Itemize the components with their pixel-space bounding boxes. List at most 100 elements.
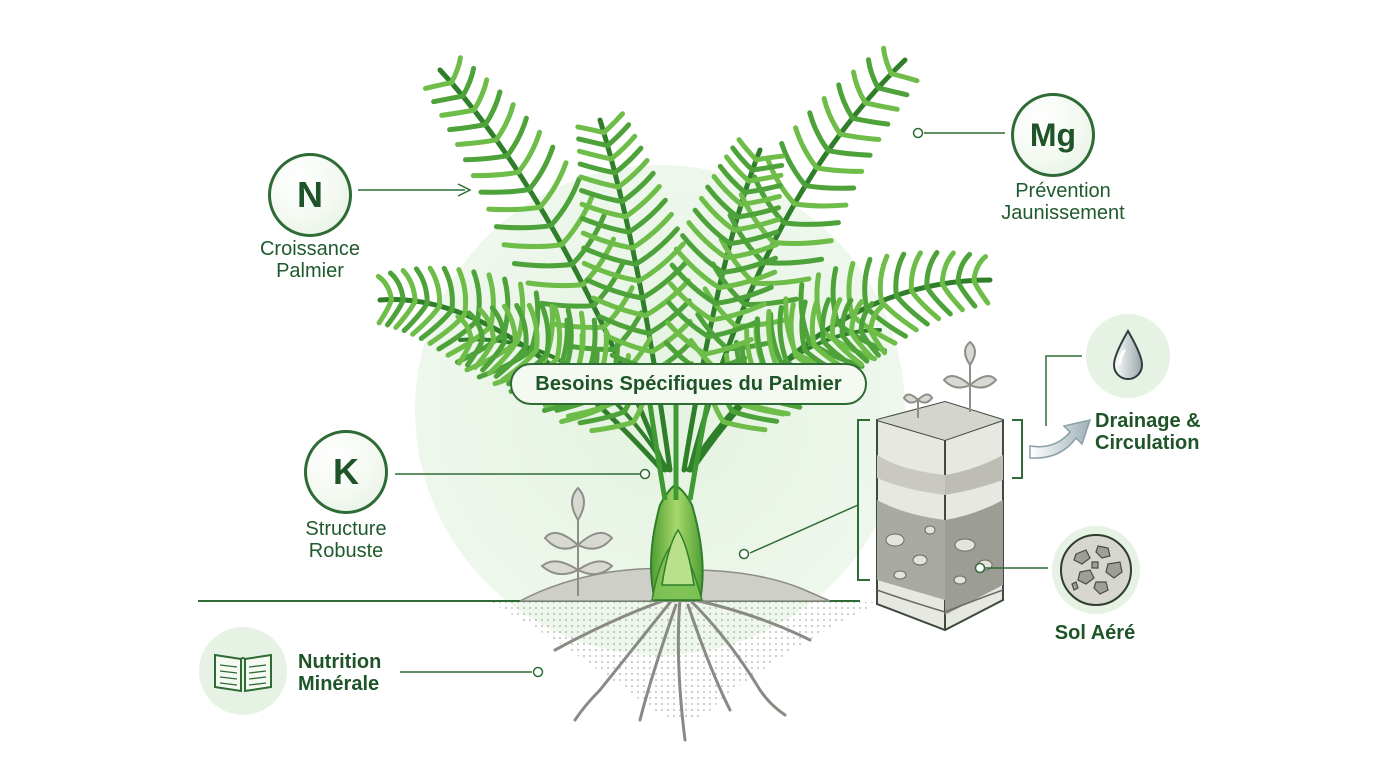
magnesium-label-line1: Prévention — [1015, 180, 1111, 202]
palm-leaflet — [548, 176, 582, 229]
palm-leaflet — [908, 250, 923, 294]
soil-column — [876, 340, 1004, 632]
palm-leaflet — [724, 154, 752, 184]
drainage-label: Drainage & Circulation — [1095, 410, 1225, 454]
palm-leaflet — [493, 102, 516, 143]
palm-leaflet — [577, 409, 627, 426]
palm-leaflet — [723, 242, 779, 261]
palm-leaflet — [439, 107, 477, 118]
palm-leaflet — [802, 183, 857, 191]
palm-leaflet — [526, 144, 556, 192]
palm-leaflet — [753, 153, 785, 163]
palm-leaflet — [730, 145, 755, 173]
palm-leaflet — [673, 246, 722, 291]
palm-leaflet — [526, 302, 540, 353]
palm-leaflet — [515, 129, 543, 175]
palm-leaflet — [577, 161, 618, 176]
palm-leaflet — [878, 298, 919, 333]
drainage-arrow — [1029, 418, 1092, 459]
palm-leaflet — [924, 250, 940, 290]
palm-leaflet — [720, 419, 768, 433]
palm-leaflet — [709, 301, 768, 323]
potassium-label-line2: Robuste — [308, 540, 384, 562]
palm-leaflet — [427, 311, 468, 346]
nitrogen-label-line2: Palmier — [276, 260, 344, 282]
palm-leaflet — [569, 213, 607, 267]
palm-leaflet — [702, 286, 739, 329]
palm-leaflet — [711, 173, 744, 207]
trunk-sheaths — [651, 528, 703, 601]
palm-leaflet — [742, 296, 799, 307]
palm-leaflet — [771, 238, 834, 246]
palm-leaflet — [615, 158, 650, 190]
palm-leaflet — [400, 268, 418, 304]
palm-leaflet — [441, 265, 455, 313]
connectors — [358, 132, 1048, 673]
palm-leaflet — [858, 328, 881, 358]
palm-leaflet — [692, 207, 733, 247]
palm-leaflet — [626, 197, 668, 235]
nutrition-label: Nutrition Minérale — [298, 651, 418, 695]
palm-leaflet — [881, 45, 894, 77]
palm-leaflet — [629, 211, 674, 251]
palm-leaflet — [971, 254, 989, 283]
palm-leaflet — [695, 311, 731, 352]
palm-leaflet — [636, 241, 686, 284]
palm-leaflet — [867, 327, 888, 356]
water-drop-icon — [1112, 329, 1144, 380]
soil-speckle — [490, 602, 880, 720]
palm-leaflet — [875, 85, 910, 98]
palm-leaflet — [751, 276, 812, 286]
palm-leaflet — [702, 336, 754, 357]
palm-leaflet — [375, 273, 395, 302]
palm-leaflet — [717, 163, 748, 195]
palm-leaflet — [781, 220, 841, 227]
palm-leaflet — [601, 111, 625, 136]
palm-leaflet — [849, 299, 865, 336]
palm-leaflet — [877, 253, 890, 304]
palm-leaflet — [580, 230, 635, 251]
palm-leaflet — [584, 277, 645, 301]
soil-label: Sol Aéré — [1054, 622, 1136, 644]
palm-leaflet — [590, 260, 626, 309]
soil-particles-icon — [1060, 534, 1132, 606]
potassium-label-line1: Structure — [305, 518, 387, 540]
palm-leaflet — [749, 162, 785, 173]
palm-leaflet — [939, 281, 965, 313]
palm-leaflet — [862, 256, 873, 311]
palm-leaflet — [829, 297, 843, 341]
palm-leaflet — [705, 319, 761, 340]
potassium-label: Structure Robuste — [266, 518, 426, 562]
palm-leaflet — [791, 201, 849, 209]
palm-leaflet — [727, 229, 780, 247]
palm-leaflet — [456, 267, 469, 317]
sprout-left — [540, 486, 614, 596]
palm-leaflet — [836, 82, 855, 121]
open-book-icon — [214, 653, 272, 693]
palm-leaflet — [849, 115, 891, 127]
palm-leaflet — [537, 160, 569, 210]
palm-leaflet — [738, 193, 782, 207]
palm-leaflet — [865, 57, 881, 91]
palm-leaflet — [680, 233, 726, 275]
palm-leaflet — [581, 245, 639, 267]
nutrition-label-line2: Minérale — [298, 673, 380, 695]
palm-leaflet — [779, 140, 808, 189]
palm-leaflet — [460, 65, 477, 99]
palm-leaflet — [539, 300, 596, 309]
palm-leaflet — [971, 277, 991, 306]
palm-leaflet — [478, 186, 532, 195]
palm-leaflet — [729, 408, 780, 424]
palm-leaflet — [525, 280, 586, 289]
palm-leaflet — [955, 251, 973, 285]
palm-leaflet — [955, 279, 978, 309]
drainage-label-line2: Circulation — [1095, 432, 1200, 454]
palm-leaflet — [888, 71, 920, 84]
drainage-icon-circle — [1086, 314, 1170, 398]
palm-leaflet — [576, 136, 611, 149]
palm-leaflet — [666, 300, 711, 340]
palm-leaflet — [837, 131, 882, 142]
palm-leaflet — [387, 270, 406, 303]
magnesium-label-line2: Jaunissement — [1001, 202, 1125, 224]
